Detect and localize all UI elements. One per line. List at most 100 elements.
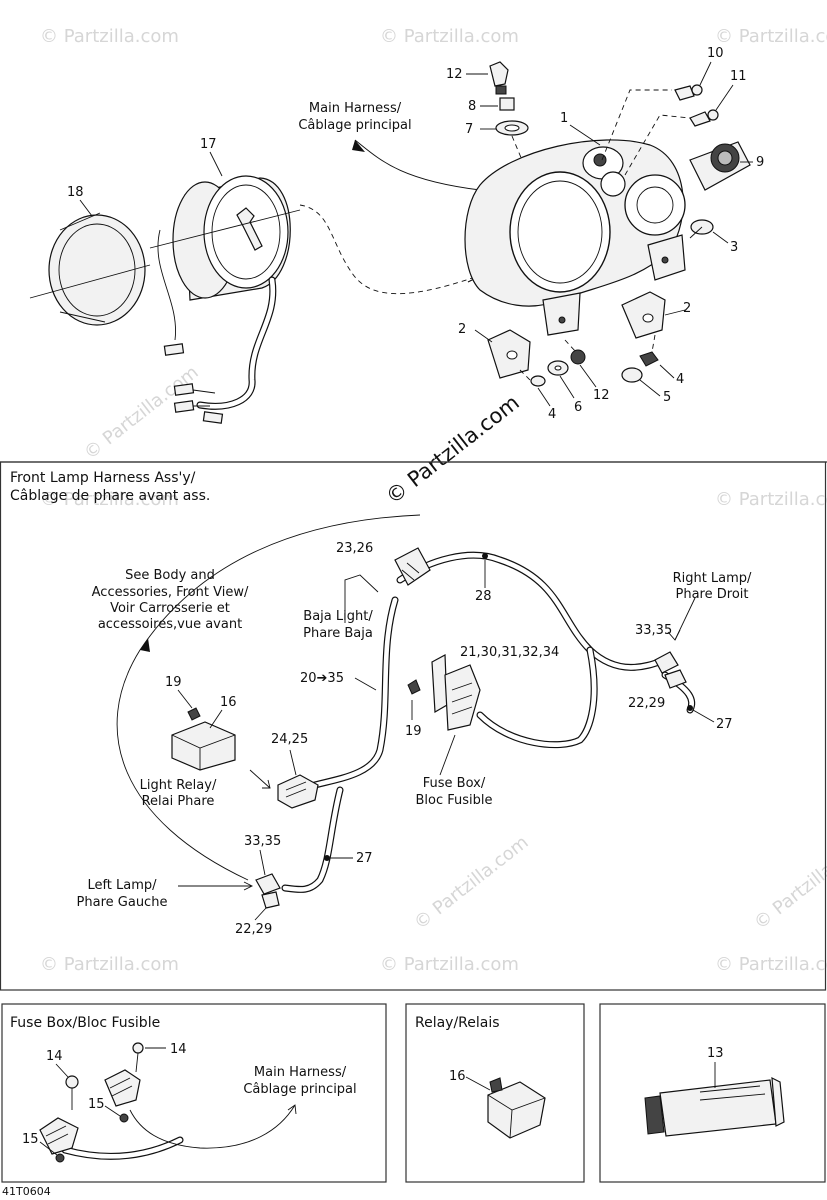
fuse-box [407,654,481,731]
callout-12: 12 [446,67,463,82]
callout-11: 11 [730,69,747,84]
callout-22-29: 22,29 [628,696,665,711]
main-harness-label: Main Harness/ [254,1065,347,1080]
baja-light-label: Baja Light/ [303,609,373,624]
watermark: © Partzilla.com [410,832,532,934]
light-relay-connector [277,774,319,809]
fuse-box-label: Fuse Box/ [423,776,486,791]
watermark: © Partzilla.com [715,954,827,975]
section-header: Front Lamp Harness Ass'y/ [10,470,196,486]
callout-10: 10 [707,46,724,61]
fuse-box-inset-frame [1,1003,387,1183]
callout-13: 13 [707,1046,724,1061]
callout-2: 2 [458,322,466,337]
callout-8: 8 [468,99,476,114]
callout-33-35: 33,35 [244,834,281,849]
callout-5: 5 [663,390,671,405]
watermark-main: © Partzilla.com [381,390,523,509]
callout-20-to-35: 20➔35 [300,671,344,686]
watermark: © Partzilla.com [715,26,827,47]
callout-15: 15 [88,1097,105,1112]
see-body-note: Voir Carrosserie et [110,601,230,616]
callout-17: 17 [200,137,217,152]
section-header: Câblage de phare avant ass. [10,488,210,504]
relay-inset: Relay/Relais 16 [415,1015,546,1139]
routing-line [299,204,479,295]
callout-2: 2 [683,301,691,316]
sealant-inset: 13 [644,1046,785,1137]
callout-27: 27 [716,717,733,732]
inset-title: Fuse Box/Bloc Fusible [10,1015,160,1031]
instrument-cluster-housing [464,139,686,336]
fuse-box-inset: Fuse Box/Bloc Fusible Main Harness/ Câbl… [10,1015,357,1163]
watermark: © Partzilla.com [80,362,202,464]
watermark: © Partzilla.com [380,954,519,975]
front-lamp-harness-section: Front Lamp Harness Ass'y/ Câblage de pha… [10,470,752,937]
watermark: © Partzilla.com [380,26,519,47]
main-harness-label: Câblage principal [243,1082,356,1097]
watermark: © Partzilla.com [40,489,179,510]
washers-and-nuts [519,334,659,387]
callout-4: 4 [548,407,556,422]
speedometer-gauge [149,175,301,301]
callout-16: 16 [220,695,237,710]
see-body-note: Accessories, Front View/ [92,585,249,600]
callout-6: 6 [574,400,582,415]
callout-7: 7 [465,122,473,137]
callout-19: 19 [165,675,182,690]
callout-23-26: 23,26 [336,541,373,556]
front-lamp-harness-frame [0,461,827,991]
see-body-note: See Body and [125,568,215,583]
light-relay-label: Relai Phare [142,794,215,809]
callout-14: 14 [46,1049,63,1064]
fuse-box-label: Bloc Fusible [415,793,492,808]
watermark: © Partzilla.com [40,26,179,47]
light-relay [171,707,236,771]
inset-title: Relay/Relais [415,1015,500,1031]
callout-28: 28 [475,589,492,604]
indicator-bulbs [601,84,719,176]
mounting-bracket-right [621,291,686,339]
watermark: © Partzilla.com [40,954,179,975]
gauge-wire-lead [157,229,277,424]
callout-3: 3 [730,240,738,255]
gauge-bezel-ring [29,212,151,326]
cluster-plug-stack [489,61,529,161]
callout-9: 9 [756,155,764,170]
callout-27: 27 [356,851,373,866]
callout-16: 16 [449,1069,466,1084]
callout-24-25: 24,25 [271,732,308,747]
main-harness-label: Câblage principal [298,118,411,133]
left-lamp-label: Phare Gauche [77,895,168,910]
callout-22-29: 22,29 [235,922,272,937]
mounting-bracket-left [474,329,531,379]
top-section: Main Harness/ Câblage principal 1 2 2 3 … [29,46,764,424]
callout-18: 18 [67,185,84,200]
callout-1: 1 [560,111,568,126]
right-lamp-label: Phare Droit [676,587,749,602]
screw [689,219,729,244]
relay-inset-frame [405,1003,585,1183]
callout-4: 4 [676,372,684,387]
light-relay-label: Light Relay/ [140,778,217,793]
callout-12: 12 [593,388,610,403]
main-harness-label: Main Harness/ [309,101,402,116]
callout-21-30-31-32-34: 21,30,31,32,34 [460,645,559,660]
left-lamp-connector [255,873,281,909]
figure-code: 41T0604 [2,1185,51,1198]
baja-light-label: Phare Baja [303,626,373,641]
right-lamp-label: Right Lamp/ [673,571,752,586]
callout-33-35: 33,35 [635,623,672,638]
watermark: © Partzilla.com [715,489,827,510]
watermark: © Partzilla.com [750,832,827,934]
key-switch [689,141,753,191]
callout-14: 14 [170,1042,187,1057]
right-lamp-connector [654,651,687,689]
callout-19: 19 [405,724,422,739]
left-lamp-label: Left Lamp/ [87,878,157,893]
see-body-note: accessoires,vue avant [98,617,242,632]
baja-light-connector [394,547,431,586]
callout-15: 15 [22,1132,39,1147]
